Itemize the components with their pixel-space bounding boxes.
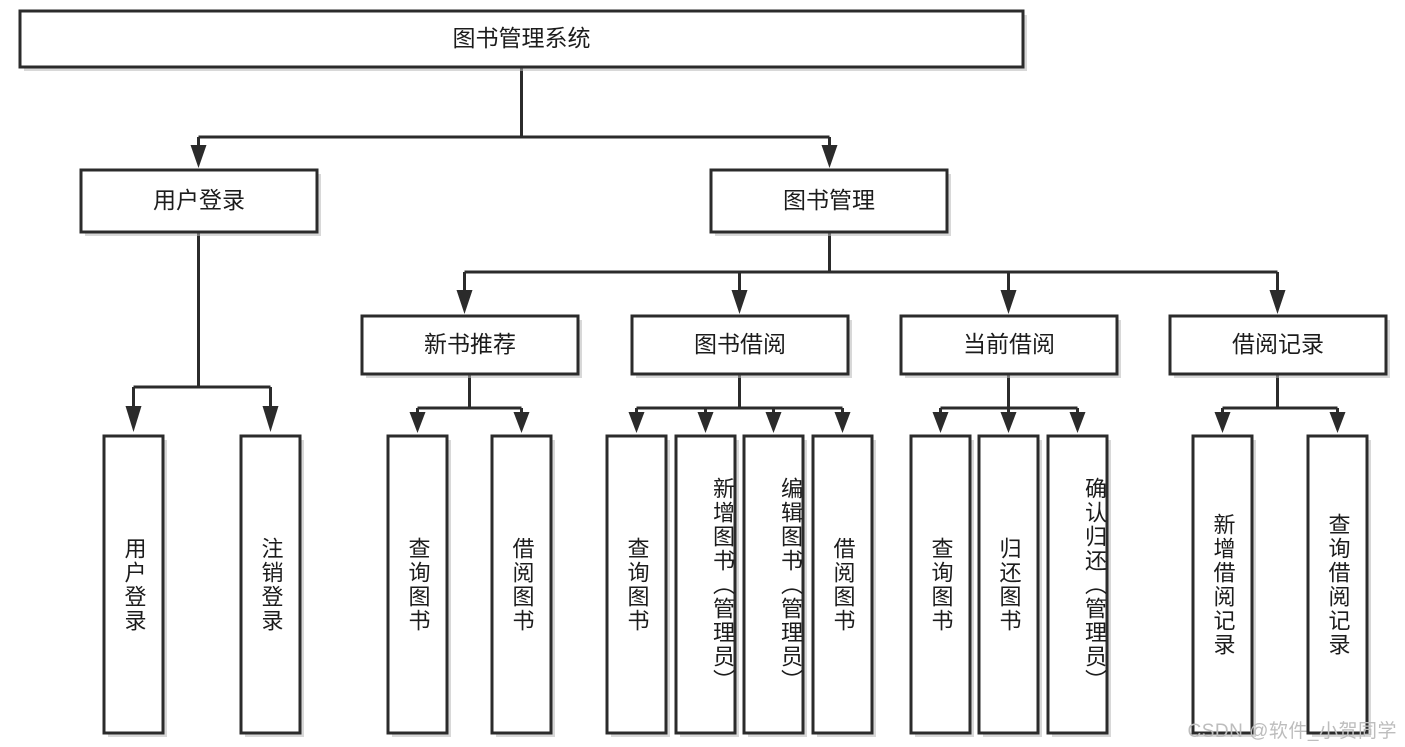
node-book-borrow[interactable]: 图书借阅 xyxy=(630,314,852,378)
leaf-add-borrow-record-box[interactable] xyxy=(1191,434,1254,735)
user-login-label: 用户登录 xyxy=(153,187,245,213)
leaf-box-layer xyxy=(102,434,1371,737)
root-label: 图书管理系统 xyxy=(453,25,591,51)
node-current-borrow[interactable]: 当前借阅 xyxy=(899,314,1121,378)
leaf-borrow-book-2-box[interactable] xyxy=(811,434,874,735)
borrow-record-label: 借阅记录 xyxy=(1232,331,1324,357)
node-root[interactable]: 图书管理系统 xyxy=(18,9,1027,71)
node-user-login[interactable]: 用户登录 xyxy=(79,168,321,236)
arrowhead-leaf-return-book xyxy=(1000,412,1017,433)
csdn-watermark: CSDN @软件_小贺同学 xyxy=(1187,721,1397,742)
leaf-confirm-return-admin-box[interactable] xyxy=(1046,434,1109,735)
arrowhead-leaf-confirm-return-admin xyxy=(1069,412,1086,433)
current-borrow-label: 当前借阅 xyxy=(963,331,1055,357)
arrowhead-leaf-add-book-admin xyxy=(697,412,714,433)
arrowhead-current-borrow xyxy=(1000,290,1017,314)
new-book-recommend-box[interactable] xyxy=(360,314,580,376)
arrowhead-leaf-query-book-3 xyxy=(932,412,949,433)
leaf-query-book-2-box[interactable] xyxy=(605,434,668,735)
leaf-query-borrow-record-box[interactable] xyxy=(1306,434,1369,735)
leaf-add-book-admin-box[interactable] xyxy=(674,434,737,735)
book-borrow-box[interactable] xyxy=(630,314,850,376)
leaf-logout-login-box[interactable] xyxy=(239,434,302,735)
book-management-label: 图书管理 xyxy=(783,187,875,213)
arrowhead-leaf-add-borrow-record xyxy=(1214,412,1231,433)
arrowhead-leaf-user-login xyxy=(125,406,142,432)
leaf-query-book-3-box[interactable] xyxy=(909,434,972,735)
borrow-record-box[interactable] xyxy=(1168,314,1388,376)
new-book-recommend-label: 新书推荐 xyxy=(424,331,516,357)
arrowhead-leaf-borrow-book-2 xyxy=(834,412,851,433)
arrowhead-new-book-recommend xyxy=(456,290,473,314)
book-management-box[interactable] xyxy=(709,168,949,234)
arrowhead-book-management xyxy=(821,145,838,168)
book-borrow-label: 图书借阅 xyxy=(694,331,786,357)
root-box[interactable] xyxy=(18,9,1025,69)
arrowhead-borrow-record xyxy=(1269,290,1286,314)
arrowhead-leaf-borrow-book-1 xyxy=(513,412,530,433)
arrowhead-leaf-logout-login xyxy=(262,406,279,432)
user-login-box[interactable] xyxy=(79,168,319,234)
node-book-management[interactable]: 图书管理 xyxy=(709,168,951,236)
arrowhead-leaf-query-book-2 xyxy=(628,412,645,433)
arrowhead-leaf-query-borrow-record xyxy=(1329,412,1346,433)
node-borrow-record[interactable]: 借阅记录 xyxy=(1168,314,1390,378)
leaf-user-login-box[interactable] xyxy=(102,434,165,735)
leaf-query-book-1-box[interactable] xyxy=(386,434,449,735)
leaf-edit-book-admin-box[interactable] xyxy=(742,434,805,735)
connector-layer xyxy=(125,67,1346,433)
leaf-borrow-book-1-box[interactable] xyxy=(490,434,553,735)
node-new-book-recommend[interactable]: 新书推荐 xyxy=(360,314,582,378)
leaf-return-book-box[interactable] xyxy=(977,434,1040,735)
arrowhead-leaf-edit-book-admin xyxy=(765,412,782,433)
current-borrow-box[interactable] xyxy=(899,314,1119,376)
arrowhead-leaf-query-book-1 xyxy=(409,412,426,433)
arrowhead-book-borrow xyxy=(731,290,748,314)
arrowhead-user-login xyxy=(190,145,207,168)
